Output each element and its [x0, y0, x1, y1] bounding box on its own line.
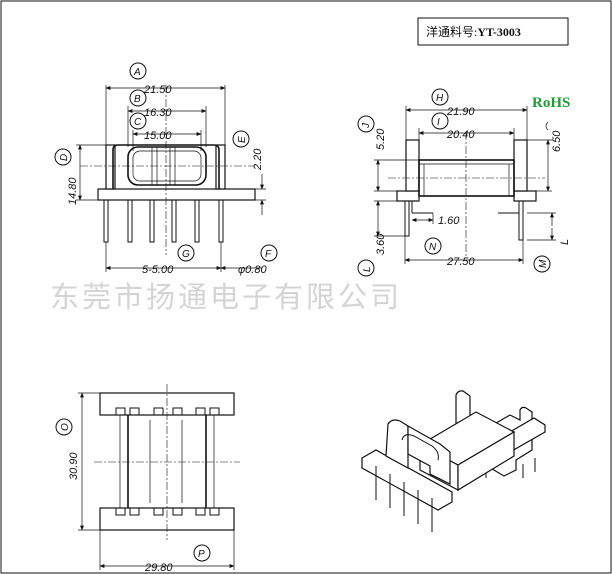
dim-F-value: φ0.80: [238, 264, 267, 276]
dim-J-bubble: [357, 115, 375, 133]
dim-H-value: 21.90: [446, 106, 475, 118]
dim-I-value: 20.40: [446, 129, 475, 141]
watermark-text: 东莞市扬通电子有限公司: [50, 280, 402, 314]
dim-O-letter: O: [60, 423, 71, 431]
dim-H-bubble: [431, 88, 449, 106]
dim-B-letter: B: [134, 94, 141, 105]
dim-1-60-value: 1.60: [438, 215, 460, 227]
part-number-label: 洋通料号:: [426, 24, 477, 39]
company-watermark: 东莞市扬通电子有限公司: [50, 280, 402, 314]
dim-E-value: 2.20: [252, 148, 264, 171]
front-view-pins: [103, 199, 224, 243]
dim-A-value: 21.50: [143, 84, 172, 96]
dim-G-bubble: [177, 244, 195, 262]
dim-M-letter: M: [538, 259, 549, 268]
dim-N-bubble: [424, 237, 442, 255]
dim-A-bubble: [129, 62, 147, 80]
dim-O-value: 30.90: [68, 452, 80, 480]
dim-D-value: 14.80: [67, 177, 79, 205]
dim-K-value: 6.50: [551, 130, 563, 152]
dim-P-letter: P: [198, 549, 205, 560]
dim-H-letter: H: [436, 93, 444, 104]
top-view: O 30.90 P 29.80: [55, 384, 240, 574]
dim-J-value: 5.20: [375, 128, 387, 150]
dim-B-value: 16.30: [144, 107, 172, 119]
dim-C-letter: C: [134, 117, 142, 128]
front-view-base: [97, 188, 256, 201]
dim-P-value: 29.80: [144, 562, 173, 574]
dim-L-letter: L: [362, 266, 373, 272]
dim-I-letter: I: [437, 117, 440, 128]
dim-F-bubble: [260, 244, 278, 262]
dim-O-bubble: [55, 418, 73, 436]
dim-B-bubble: [129, 89, 147, 107]
dim-N-value: 27.50: [446, 256, 475, 268]
dim-I-bubble: [431, 112, 449, 130]
dim-A-letter: A: [133, 67, 141, 78]
dim-G-value: 5-5.00: [142, 264, 174, 276]
front-view: A 21.50 B 16.30 C 15.00 D 14.80 E 2.20: [54, 62, 278, 276]
svg-text:洋通料号:YT-3003: 洋通料号:YT-3003: [426, 24, 521, 39]
dim-L-bubble: [357, 259, 375, 277]
side-view: H 21.90 I 20.40 J 5.20 6.50 1.60 L 3.60: [357, 88, 571, 277]
dim-D-letter: D: [59, 154, 70, 161]
isometric-view: [361, 390, 546, 532]
dim-F-letter: F: [265, 249, 272, 260]
dim-C-value: 15.00: [144, 130, 172, 142]
dim-J-letter: J: [361, 122, 372, 129]
dim-N-letter: N: [429, 242, 437, 253]
dim-E-bubble: [232, 130, 250, 148]
dim-E-letter: E: [237, 136, 248, 143]
title-block: 洋通料号:YT-3003: [417, 17, 569, 46]
dim-G-letter: G: [182, 249, 190, 260]
dim-small-L: L: [559, 239, 571, 245]
dim-D-bubble: [54, 148, 72, 166]
part-number: YT-3003: [477, 25, 521, 39]
rohs-label: RoHS: [532, 95, 570, 111]
dim-P-bubble: [193, 544, 211, 562]
dim-M-bubble: [533, 255, 551, 273]
dim-L-value: 3.60: [375, 233, 387, 255]
dim-C-bubble: [129, 112, 147, 130]
rohs-mark: RoHS: [532, 95, 570, 111]
